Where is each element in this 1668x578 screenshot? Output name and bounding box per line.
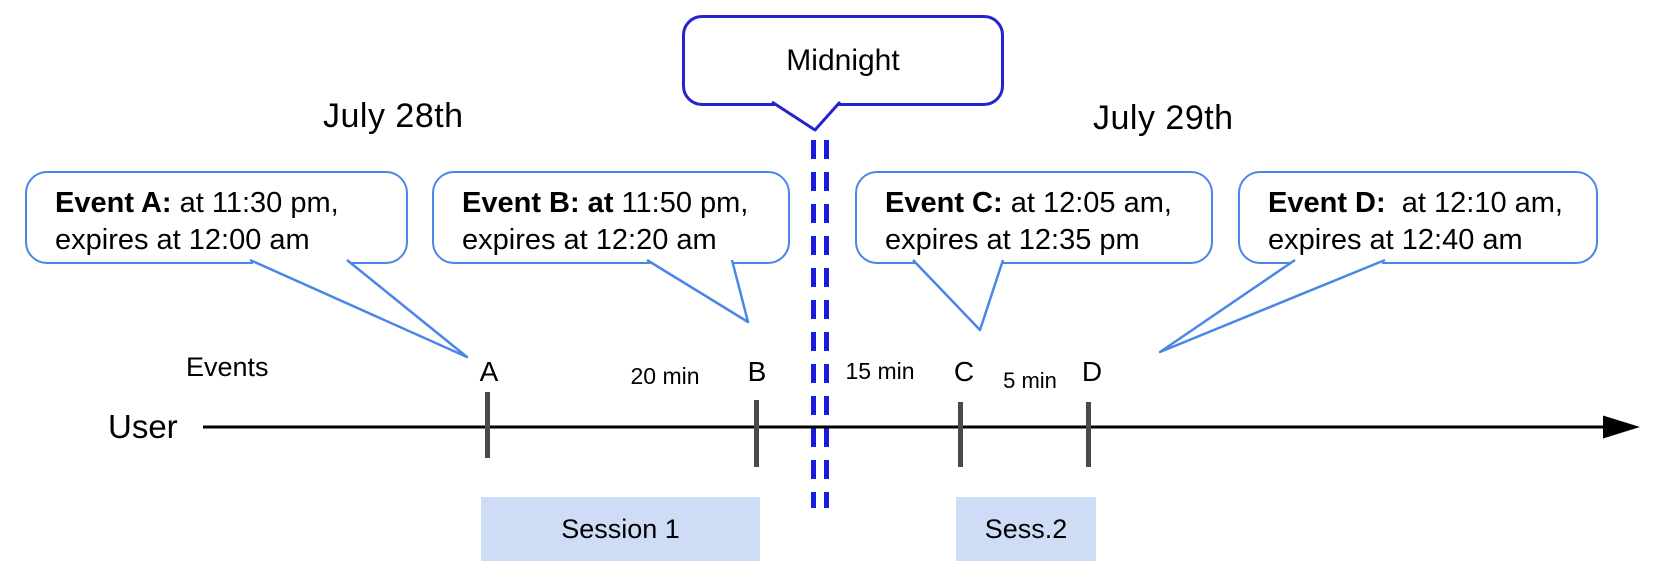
gap-label-20min: 20 min (630, 363, 700, 389)
event-a-title: Event A: (55, 187, 172, 219)
gap-label-15min: 15 min (845, 358, 915, 384)
event-b-line2: expires at 12:20 am (462, 224, 717, 256)
midnight-tail (771, 100, 842, 132)
event-b-callout: Event B: at 11:50 pm, expires at 12:20 a… (432, 171, 790, 264)
tick-label-b: B (747, 356, 767, 387)
event-d-line2: expires at 12:40 am (1268, 224, 1523, 256)
tick-label-a: A (479, 356, 499, 387)
timeline-arrowhead-icon (1603, 415, 1640, 439)
date-heading-left: July 28th (323, 97, 464, 135)
date-heading-right: July 29th (1093, 99, 1234, 137)
session-1-label: Session 1 (561, 513, 680, 544)
event-a-time: at 11:30 pm, (171, 187, 339, 219)
session-1-box: Session 1 (481, 497, 760, 561)
event-c-line1: Event C: at 12:05 am, (885, 185, 1211, 222)
event-d-callout: Event D: at 12:10 am, expires at 12:40 a… (1238, 171, 1598, 264)
session-2-box: Sess.2 (956, 497, 1096, 561)
event-d-time: at 12:10 am, (1385, 187, 1563, 219)
event-b-time: 11:50 pm, (613, 187, 749, 219)
midnight-label: Midnight (786, 43, 900, 77)
midnight-callout: Midnight (682, 15, 1004, 106)
event-c-line2: expires at 12:35 pm (885, 224, 1140, 256)
event-b-tail (646, 258, 750, 324)
event-a-line1: Event A: at 11:30 pm, (55, 185, 406, 222)
event-d-title: Event D: (1268, 187, 1386, 219)
event-c-callout: Event C: at 12:05 am, expires at 12:35 p… (855, 171, 1213, 264)
tick-label-d: D (1081, 356, 1103, 387)
gap-label-5min: 5 min (1003, 368, 1057, 393)
event-b-line1: Event B: at 11:50 pm, (462, 185, 788, 222)
event-c-time: at 12:05 am, (1002, 187, 1172, 219)
event-a-line2: expires at 12:00 am (55, 224, 310, 256)
event-a-tail (249, 258, 469, 359)
session-2-label: Sess.2 (984, 513, 1068, 544)
event-c-tail (912, 259, 1005, 332)
event-b-title: Event B: at (462, 187, 614, 219)
event-c-title: Event C: (885, 187, 1003, 219)
event-a-callout: Event A: at 11:30 pm, expires at 12:00 a… (25, 171, 408, 264)
tick-label-c: C (953, 356, 975, 387)
events-axis-label: Events (186, 352, 269, 382)
event-d-tail (1158, 258, 1386, 354)
event-d-line1: Event D: at 12:10 am, (1268, 185, 1596, 222)
user-axis-label: User (108, 408, 178, 445)
